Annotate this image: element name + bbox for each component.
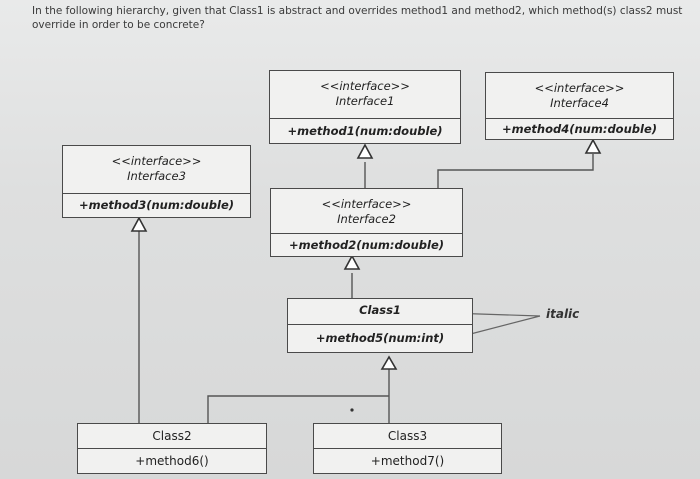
class1-method: +method5(num:int) (315, 331, 445, 345)
class3-box: Class3 +method7() (313, 423, 502, 474)
triangle-arrow-icon (356, 143, 374, 159)
interface4-box: <<interface>> Interface4 +method4(num:do… (485, 72, 674, 140)
interface1-box: <<interface>> Interface1 +method1(num:do… (269, 70, 461, 144)
class1-box: Class1 +method5(num:int) (287, 298, 473, 353)
interface3-name: Interface3 (127, 169, 186, 183)
triangle-arrow-icon (584, 138, 602, 154)
interface2-method: +method2(num:double) (289, 238, 444, 252)
class2-name: Class2 (78, 424, 266, 449)
interface4-stereotype: <<interface>> (534, 81, 625, 95)
class2-box: Class2 +method6() (77, 423, 267, 474)
italic-note: italic (546, 307, 580, 321)
question-text: In the following hierarchy, given that C… (32, 5, 683, 31)
interface2-name: Interface2 (337, 212, 396, 226)
class2-method: +method6() (135, 454, 209, 468)
interface2-box: <<interface>> Interface2 +method2(num:do… (270, 188, 463, 257)
interface3-box: <<interface>> Interface3 +method3(num:do… (62, 145, 251, 218)
interface4-name: Interface4 (550, 96, 609, 110)
triangle-arrow-icon (130, 216, 148, 232)
inheritance-line-c2-c1 (207, 395, 389, 423)
class3-name: Class3 (314, 424, 501, 449)
triangle-arrow-icon (343, 254, 361, 270)
triangle-arrow-icon (380, 355, 398, 370)
class1-name: Class1 (288, 299, 472, 325)
interface4-method: +method4(num:double) (502, 122, 657, 136)
interface1-name: Interface1 (335, 94, 395, 108)
realization-line-i2-i4 (437, 154, 594, 188)
class3-method: +method7() (370, 454, 445, 468)
interface1-method: +method1(num:double) (287, 124, 443, 138)
dot-mark (350, 408, 354, 412)
interface2-stereotype: <<interface>> (321, 197, 412, 211)
interface1-stereotype: <<interface>> (320, 79, 410, 93)
interface3-stereotype: <<interface>> (111, 154, 202, 168)
interface3-method: +method3(num:double) (79, 198, 234, 212)
